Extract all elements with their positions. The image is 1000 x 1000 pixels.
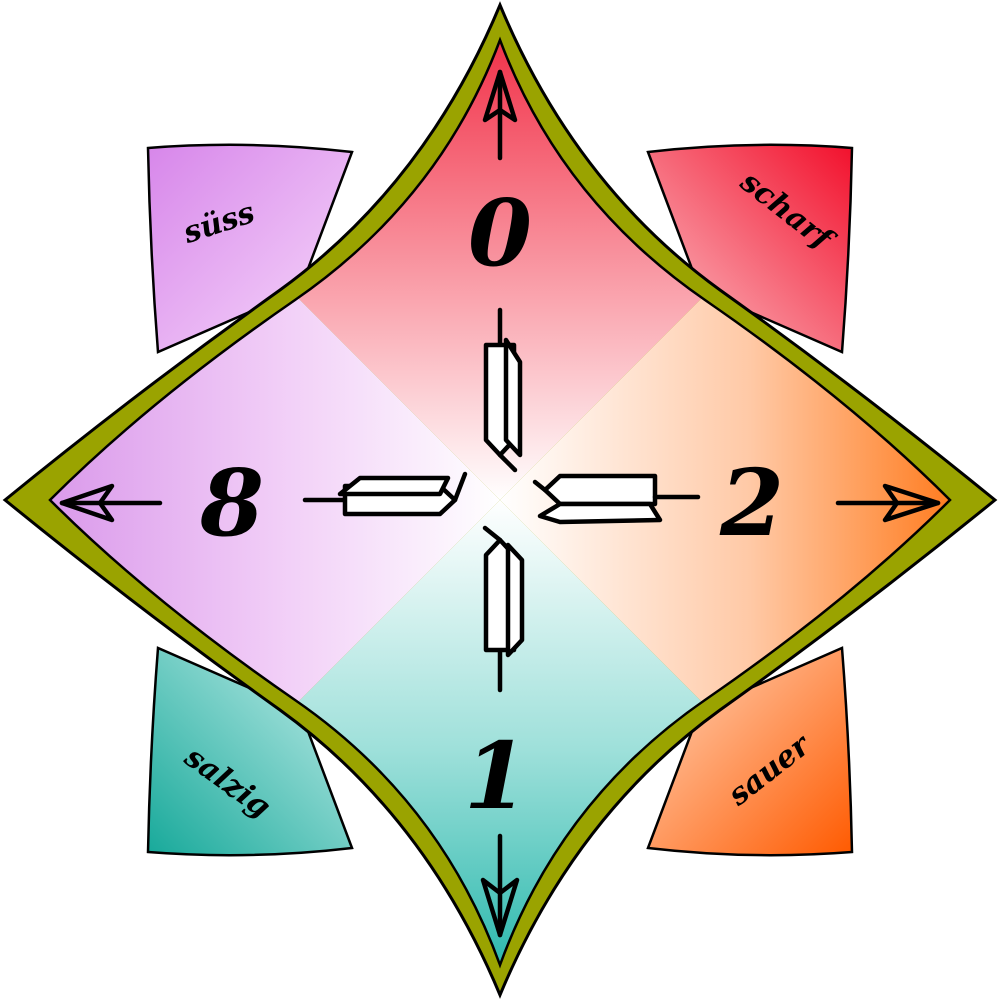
number-left[interactable]: 8 [199,449,264,557]
number-bottom[interactable]: 1 [464,722,528,830]
arrow-right-icon [835,483,941,523]
fletching-top-icon [483,307,523,473]
number-top[interactable]: 0 [468,179,532,287]
inner-arrow-fletchings [302,307,701,693]
outer-arrows [59,69,941,938]
corner-tabs [146,143,854,857]
number-right[interactable]: 2 [719,449,784,557]
arrow-down-icon [480,833,520,938]
fletching-bottom-icon [482,525,525,693]
star-frame-inner-edge [48,36,952,969]
arrow-left-icon [59,483,163,523]
fletching-right-icon [532,473,701,525]
arrow-up-icon [482,69,518,161]
fletching-left-icon [302,471,468,517]
